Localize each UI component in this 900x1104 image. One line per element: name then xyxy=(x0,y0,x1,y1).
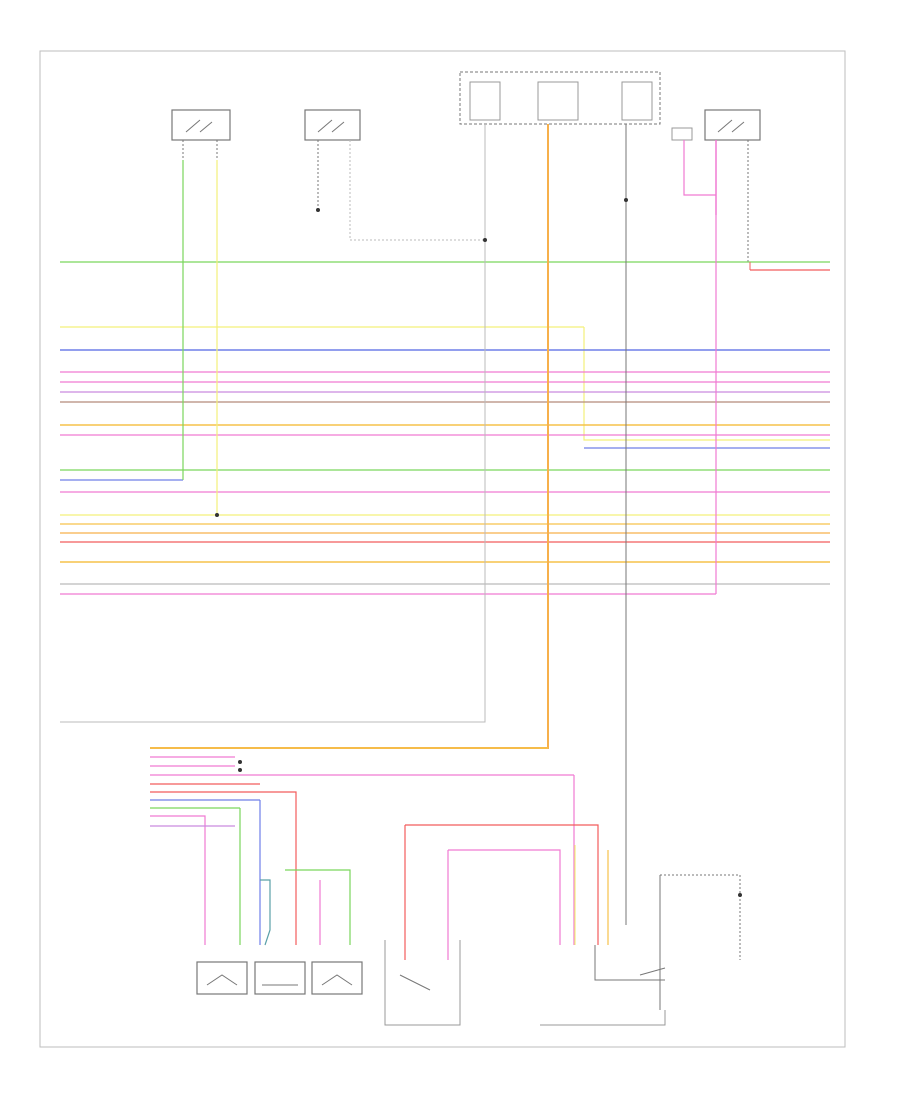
bottom-mid-box xyxy=(254,961,306,995)
switch-2-box xyxy=(304,109,361,141)
bottom-component-mid xyxy=(254,961,306,995)
lc-junction-1 xyxy=(238,760,242,764)
pump-left-outline xyxy=(384,940,461,1026)
bottom-right-symbol xyxy=(321,974,353,986)
bottom-component-right xyxy=(311,961,363,995)
bottom-left-box xyxy=(196,961,248,995)
switch-3-symbol xyxy=(717,119,745,133)
switch-component-1 xyxy=(171,109,231,160)
switch-1-symbol xyxy=(185,119,213,133)
lc-wire-5-route xyxy=(150,791,297,945)
switch-component-3 xyxy=(704,109,761,262)
connector-block xyxy=(671,127,693,141)
module-inner-left xyxy=(469,81,501,121)
module-box xyxy=(459,71,661,125)
switch-1-box xyxy=(171,109,231,141)
lc-junction-2 xyxy=(238,768,242,772)
pump-left-wire-pink-top xyxy=(448,849,561,945)
junction-module-1 xyxy=(483,238,487,242)
module-inner-right xyxy=(621,81,653,121)
switch-component-2 xyxy=(304,109,485,241)
junction-module-2 xyxy=(624,198,628,202)
junction-yellow xyxy=(215,513,219,517)
pump-component-left xyxy=(384,824,599,1026)
ground-wire xyxy=(660,874,741,960)
bottom-left-symbol xyxy=(206,974,238,986)
pump-right-base xyxy=(540,1010,666,1026)
ground-junction xyxy=(738,893,742,897)
lower-connector-block xyxy=(150,747,575,946)
pump-left-switch xyxy=(399,974,431,991)
wire-bus xyxy=(60,261,830,595)
bottom-component-left xyxy=(196,961,248,995)
switch-2-symbol xyxy=(317,119,345,133)
diagram-border xyxy=(39,50,846,1048)
lc-wire-8-route xyxy=(150,815,206,945)
lc-green-route xyxy=(285,869,351,945)
wire-gray-vertical xyxy=(60,124,486,723)
pump-right-outline xyxy=(594,945,665,981)
wire-pink-switch3-left xyxy=(683,140,716,196)
bottom-right-box xyxy=(311,961,363,995)
switch-2-junction xyxy=(316,208,320,212)
lc-teal-route xyxy=(260,879,271,946)
switch-3-box xyxy=(704,109,761,141)
pump-component-right xyxy=(540,845,666,1026)
control-module xyxy=(459,71,661,125)
ground-component xyxy=(659,874,742,1010)
wire-yellow-1-drop xyxy=(583,327,830,441)
wire-orange-vertical xyxy=(150,124,549,749)
pump-left-wire-red-top xyxy=(405,824,599,945)
module-inner-mid xyxy=(537,81,579,121)
pump-right-switch xyxy=(639,967,666,976)
